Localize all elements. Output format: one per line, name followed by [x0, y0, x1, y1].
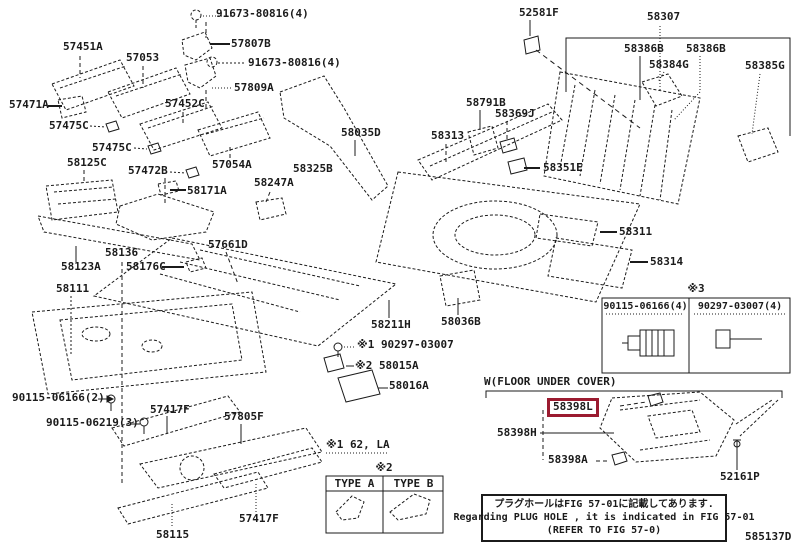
part-label-58176C[interactable]: 58176C	[126, 260, 166, 273]
part-label-58386B-2[interactable]: 58386B	[686, 42, 726, 55]
part-label-58171A[interactable]: 58171A	[187, 184, 227, 197]
plug-note-reference: (REFER TO FIG 57-0)	[546, 525, 662, 536]
part-label-58311[interactable]: 58311	[619, 225, 653, 238]
part-label-57807B[interactable]: 57807B	[231, 37, 271, 50]
bracket-58307	[565, 37, 791, 136]
type-table-frame	[325, 452, 444, 534]
part-label-58791B[interactable]: 58791B	[466, 96, 506, 109]
sketch-front-floor-pan	[31, 291, 267, 395]
part-label-58211H[interactable]: 58211H	[371, 318, 411, 331]
part-label-57451A[interactable]: 57451A	[63, 40, 103, 53]
part-label-57475C-1[interactable]: 57475C	[49, 119, 89, 132]
part-label-58111[interactable]: 58111	[56, 282, 90, 295]
part-label-91673-80816-top[interactable]: 91673-80816(4)	[216, 7, 309, 20]
part-label-58125C[interactable]: 58125C	[67, 156, 107, 169]
part-label-58035D[interactable]: 58035D	[341, 126, 381, 139]
sketch-brackets-center-top	[279, 75, 563, 201]
part-label-91673-80816-mid[interactable]: 91673-80816(4)	[248, 56, 341, 69]
under-cover-section-title: W(FLOOR UNDER COVER)	[484, 375, 617, 388]
part-label-58313[interactable]: 58313	[431, 129, 465, 142]
part-label-58351E[interactable]: 58351E	[543, 161, 583, 174]
fastener-table-mark: ※3	[687, 282, 705, 295]
fastener-table-frame	[601, 297, 791, 374]
part-label-58115[interactable]: 58115	[156, 528, 190, 541]
part-label-58123A[interactable]: 58123A	[61, 260, 101, 273]
type-table-header-b: TYPE B	[393, 477, 434, 490]
part-label-58136[interactable]: 58136	[105, 246, 139, 259]
part-label-57452C[interactable]: 57452C	[165, 97, 205, 110]
sketch-floor-side-members	[37, 179, 287, 273]
under-cover-leaders	[540, 392, 741, 470]
part-label-57661D[interactable]: 57661D	[208, 238, 248, 251]
part-label-note2-58015A[interactable]: ※2 58015A	[355, 359, 419, 372]
part-label-90115-06166-2[interactable]: 90115-06166(2)	[12, 391, 105, 404]
part-label-57471A[interactable]: 57471A	[9, 98, 49, 111]
part-label-58247A[interactable]: 58247A	[254, 176, 294, 189]
part-label-note1-90297-03007[interactable]: ※1 90297-03007	[357, 338, 454, 351]
plug-note-english: Regarding PLUG HOLE , it is indicated in…	[453, 512, 755, 523]
type-table-mark: ※2	[375, 461, 393, 474]
part-label-57475C-2[interactable]: 57475C	[92, 141, 132, 154]
part-label-57472B[interactable]: 57472B	[128, 164, 168, 177]
part-label-58398L-highlighted[interactable]: 58398L	[547, 398, 599, 417]
part-label-90115-06219-3[interactable]: 90115-06219(3)	[46, 416, 139, 429]
part-label-52161P[interactable]: 52161P	[720, 470, 760, 483]
part-label-58314[interactable]: 58314	[650, 255, 684, 268]
part-label-58016A[interactable]: 58016A	[389, 379, 429, 392]
part-label-57054A[interactable]: 57054A	[212, 158, 252, 171]
part-label-52581F[interactable]: 52581F	[519, 6, 559, 19]
sketch-hinge-parts	[181, 9, 218, 108]
sketch-floor-under-cover	[599, 391, 779, 463]
leader-lines	[48, 15, 761, 528]
part-label-58325B[interactable]: 58325B	[293, 162, 333, 175]
sketch-front-floor-braces	[51, 59, 271, 157]
sketch-rear-floor-pan	[375, 171, 641, 307]
figure-code: 585137D	[745, 530, 792, 543]
part-label-58386B-1[interactable]: 58386B	[624, 42, 664, 55]
variant-note: ※1 62, LA	[326, 438, 390, 451]
part-label-57417F-1[interactable]: 57417F	[150, 403, 190, 416]
part-label-58398A[interactable]: 58398A	[548, 453, 588, 466]
plug-hole-note-box: プラグホールはFIG 57-01に記載してあります. Regarding PLU…	[453, 494, 755, 542]
part-label-57809A[interactable]: 57809A	[234, 81, 274, 94]
fastener-table-header-left: 90115-06166(4)	[603, 301, 688, 312]
part-label-58384G[interactable]: 58384G	[649, 58, 689, 71]
part-label-58369J[interactable]: 58369J	[495, 107, 535, 120]
sketch-center-floor-pan	[92, 237, 398, 347]
sketch-floor-sills	[111, 395, 323, 525]
type-table-header-a: TYPE A	[334, 477, 375, 490]
part-label-57417F-2[interactable]: 57417F	[239, 512, 279, 525]
part-label-58398H[interactable]: 58398H	[497, 426, 537, 439]
sketch-small-fasteners	[105, 35, 541, 434]
part-label-58036B[interactable]: 58036B	[441, 315, 481, 328]
part-label-58385G[interactable]: 58385G	[745, 59, 785, 72]
bracket-under-cover	[485, 390, 783, 398]
part-label-58307[interactable]: 58307	[647, 10, 681, 23]
part-label-57053[interactable]: 57053	[126, 51, 160, 64]
part-label-57805F[interactable]: 57805F	[224, 410, 264, 423]
sketch-rear-body-panel	[543, 71, 779, 205]
plug-note-japanese: プラグホールはFIG 57-01に記載してあります.	[494, 499, 714, 510]
fastener-table-header-right: 90297-03007(4)	[697, 301, 783, 312]
